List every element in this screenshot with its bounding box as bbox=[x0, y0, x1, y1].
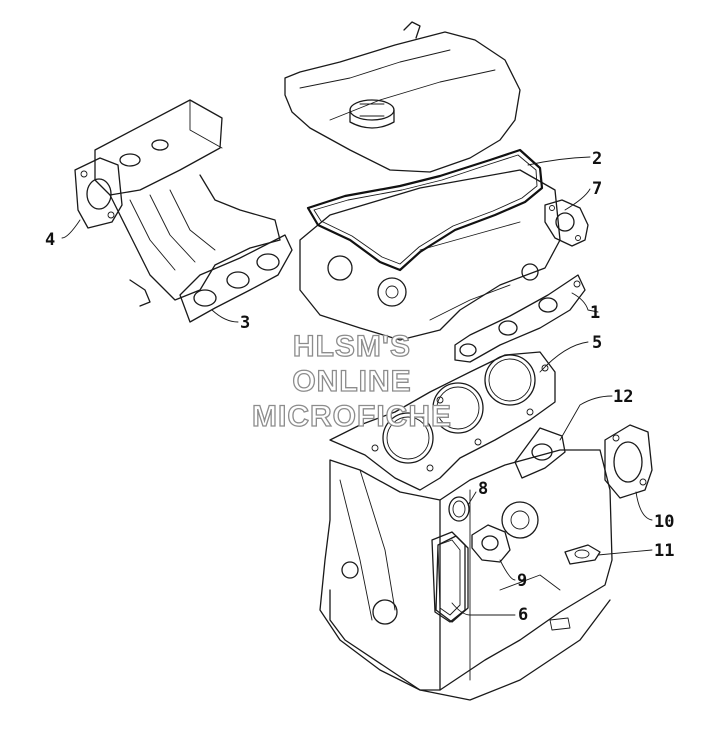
callouts: 1 2 3 4 5 6 7 8 9 10 11 12 bbox=[45, 149, 674, 625]
engine-block bbox=[319, 449, 613, 701]
watermark-line-2: ONLINE bbox=[292, 365, 411, 398]
intake-manifold bbox=[94, 99, 281, 307]
callout-10: 10 bbox=[654, 512, 674, 532]
watermark-line-3: MICROFICHE bbox=[252, 400, 452, 433]
callout-12: 12 bbox=[613, 387, 633, 407]
watermark: HLSM'S ONLINE MICROFICHE bbox=[251, 329, 452, 433]
intake-flange-gasket bbox=[74, 157, 123, 229]
callout-1: 1 bbox=[590, 303, 600, 323]
watermark-line-1: HLSM'S bbox=[293, 330, 411, 363]
callout-11: 11 bbox=[654, 541, 674, 561]
callout-5: 5 bbox=[592, 333, 602, 353]
cylinder-head-gasket bbox=[329, 351, 556, 491]
outlet-flange-gasket bbox=[564, 544, 601, 565]
exhaust-outlet-gasket bbox=[544, 199, 589, 247]
callout-4: 4 bbox=[45, 230, 55, 250]
callout-9: 9 bbox=[517, 571, 527, 591]
callout-6: 6 bbox=[518, 605, 528, 625]
side-cover-gasket bbox=[435, 535, 469, 623]
thermostat-gasket bbox=[514, 427, 566, 479]
cylinder-head bbox=[299, 169, 561, 341]
callout-2: 2 bbox=[592, 149, 602, 169]
leader-lines bbox=[61, 156, 653, 616]
callout-7: 7 bbox=[592, 179, 602, 199]
intake-manifold-gasket bbox=[179, 234, 293, 323]
o-ring-seal bbox=[448, 496, 470, 522]
exhaust-manifold-gasket bbox=[454, 274, 586, 363]
callout-8: 8 bbox=[478, 479, 488, 499]
callout-3: 3 bbox=[240, 313, 250, 333]
valve-cover bbox=[284, 21, 521, 173]
water-pump-gasket bbox=[604, 424, 653, 499]
water-outlet-gasket bbox=[471, 524, 511, 563]
valve-cover-gasket bbox=[306, 148, 544, 272]
